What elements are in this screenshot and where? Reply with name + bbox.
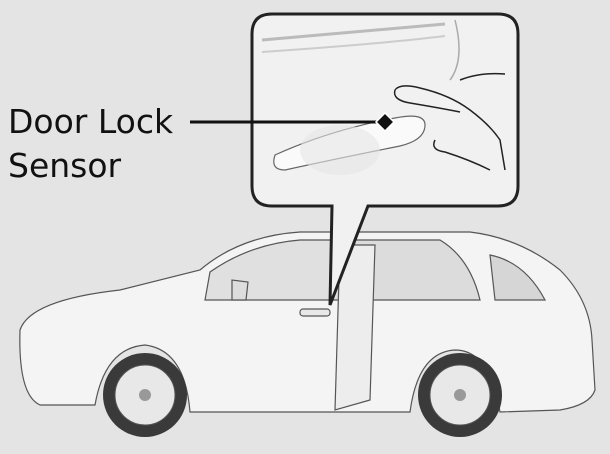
sensor-marker-icon — [374, 111, 396, 133]
car-body — [19, 231, 596, 413]
front-wheel — [103, 353, 187, 437]
door-lock-sensor-label: Door Lock Sensor — [8, 100, 173, 188]
hand-icon — [393, 72, 506, 171]
label-line-2: Sensor — [8, 146, 122, 185]
rear-wheel — [418, 353, 502, 437]
label-line-1: Door Lock — [8, 102, 174, 141]
callout-bubble — [250, 12, 520, 306]
